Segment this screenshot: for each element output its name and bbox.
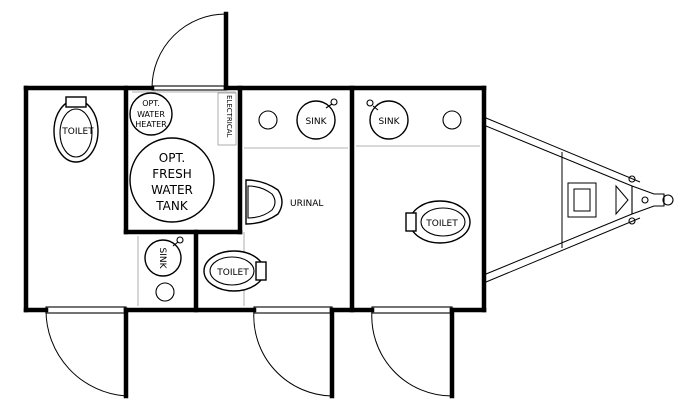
sink-right: SINK <box>366 99 462 140</box>
walls <box>23 11 487 399</box>
toilet-center-left-label: TOILET <box>216 268 249 278</box>
water-heater-line-3: HEATER <box>135 120 167 129</box>
sink-center-left: SINK <box>144 236 184 302</box>
sink-center-label: SINK <box>305 117 327 127</box>
urinal-label: URINAL <box>290 199 323 209</box>
fresh-tank-line-3: WATER <box>151 183 193 197</box>
electrical-label: ELECTRICAL <box>225 95 233 138</box>
sink-center: SINK <box>258 98 338 140</box>
water-heater-line-1: OPT. <box>142 99 160 108</box>
opt-water-heater: OPT. WATER HEATER <box>129 92 173 136</box>
toilet-right: TOILET <box>405 200 471 244</box>
sink-center-left-label: SINK <box>157 247 167 269</box>
toilet-left: TOILET <box>53 96 99 163</box>
sink-right-label: SINK <box>378 117 400 127</box>
toilet-center-left: TOILET <box>203 250 267 292</box>
opt-fresh-water-tank: OPT. FRESH WATER TANK <box>129 137 215 223</box>
toilet-left-label: TOILET <box>61 127 94 137</box>
fresh-tank-line-2: FRESH <box>152 167 191 181</box>
fresh-tank-line-4: TANK <box>155 199 189 213</box>
urinal: URINAL <box>245 179 323 225</box>
fresh-tank-line-1: OPT. <box>159 151 185 165</box>
trailer-hitch <box>485 117 674 283</box>
water-heater-line-2: WATER <box>137 110 165 119</box>
toilet-right-label: TOILET <box>425 219 458 229</box>
